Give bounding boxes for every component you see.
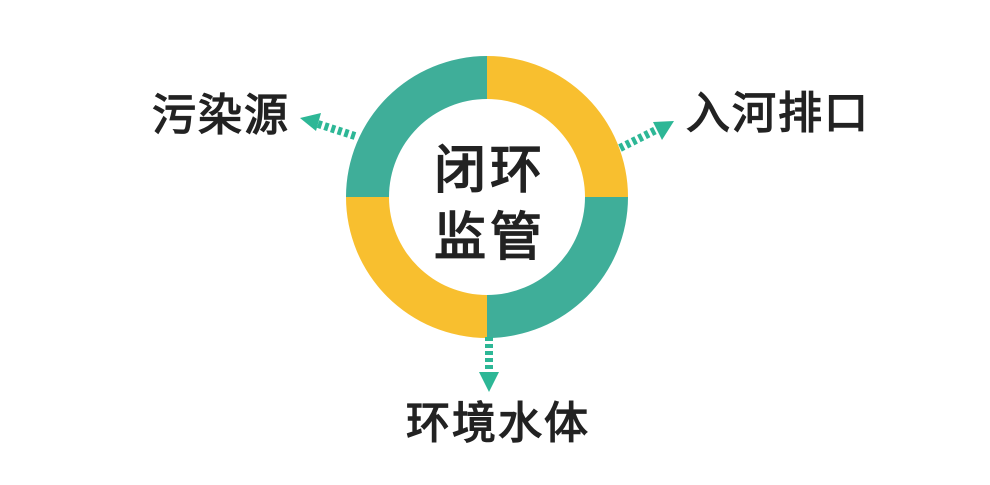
arrow-to-environment-water	[479, 337, 499, 392]
node-pollution-source: 污染源	[152, 90, 290, 141]
node-river-outfall: 入河排口	[686, 88, 870, 139]
ring-segment-top-right	[487, 56, 628, 197]
arrow-to-pollution-source	[300, 113, 357, 140]
node-environment-water: 环境水体	[406, 398, 590, 449]
center-title-line1: 闭环	[433, 140, 546, 201]
center-title-line2: 监管	[433, 207, 546, 268]
arrow-to-river-outfall	[618, 121, 674, 152]
ring-segment-top-left	[346, 56, 487, 197]
ring-segment-bottom-right	[487, 197, 628, 338]
ring-segment-bottom-left	[346, 197, 487, 338]
